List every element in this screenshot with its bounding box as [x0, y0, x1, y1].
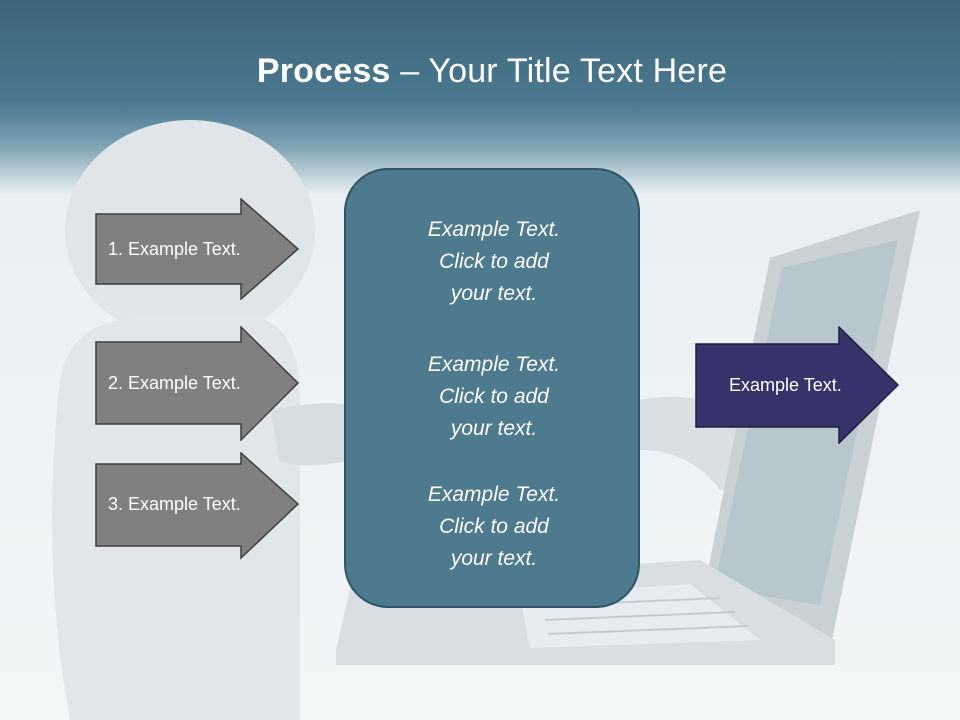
center-text-block-1: Example Text. Click to add your text. [427, 218, 561, 305]
slide-title[interactable]: Process – Your Title Text Here [0, 52, 960, 91]
arrow-shape [95, 452, 300, 560]
arrow-shape [695, 326, 900, 444]
right-arrow[interactable]: Example Text. [695, 326, 900, 444]
left-arrow-3-label: 3. Example Text. [108, 493, 241, 514]
right-arrow-label: Example Text. [729, 374, 842, 395]
left-arrow-2-label: 2. Example Text. [108, 373, 241, 393]
left-arrow-1[interactable]: 1. Example Text. [95, 198, 300, 300]
left-arrow-3[interactable]: 3. Example Text. [95, 452, 300, 560]
arrow-shape [95, 198, 300, 300]
arrow-shape [95, 326, 300, 441]
center-text-block-2: Example Text. Click to add your text. [427, 353, 561, 440]
left-arrow-2[interactable]: 2. Example Text. [95, 326, 300, 441]
center-text-box[interactable]: Example Text. Click to add your text. Ex… [344, 168, 640, 608]
title-bold-part: Process [256, 52, 391, 90]
title-rest-part: – Your Title Text Here [390, 52, 728, 90]
left-arrow-1-label: 1. Example Text. [108, 238, 241, 259]
center-text-block-3: Example Text. Click to add your text. [427, 483, 561, 570]
